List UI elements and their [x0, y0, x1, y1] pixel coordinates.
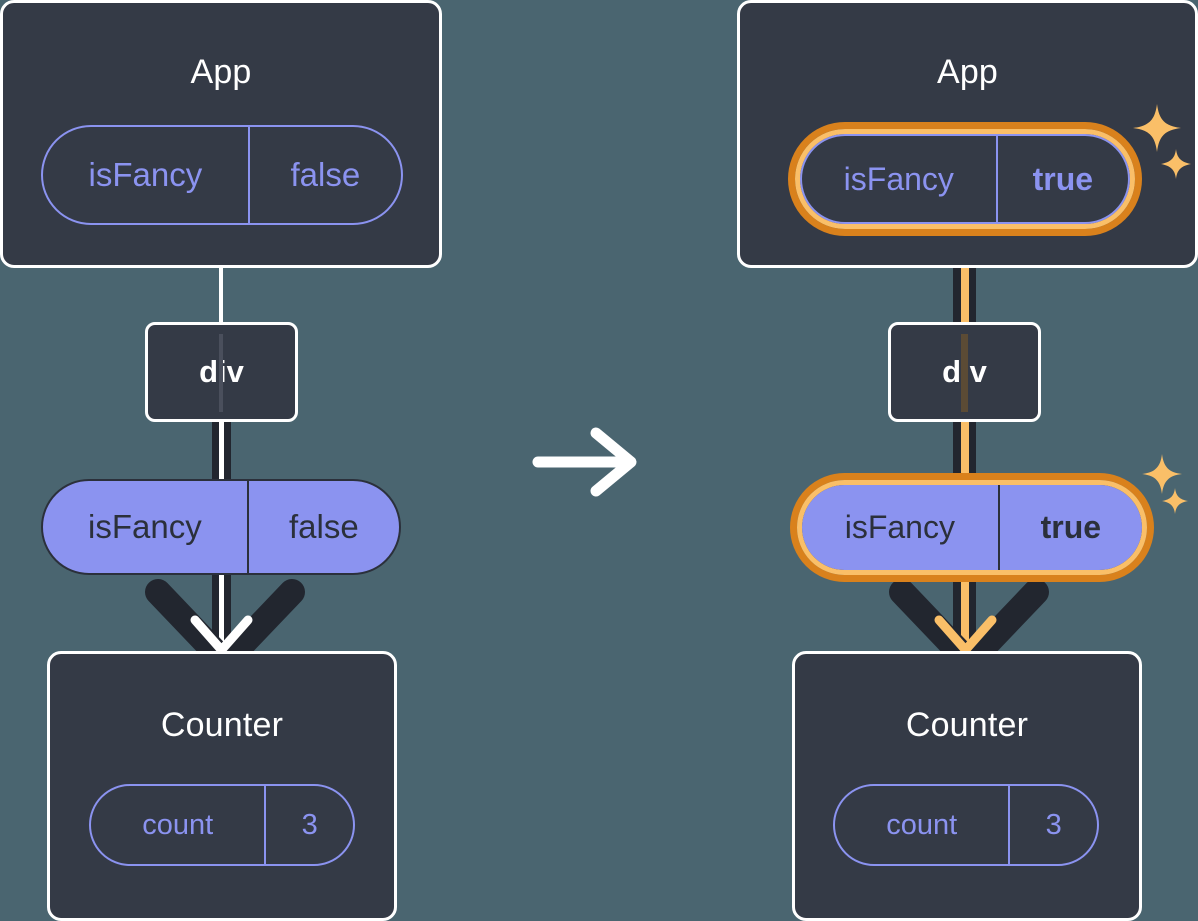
prop-pill-before-value: false: [246, 481, 399, 573]
wire-div-to-prop-before-right: [224, 418, 231, 484]
state-pill-counter-after-value: 3: [1008, 786, 1097, 864]
state-pill-counter-before-name: count: [142, 808, 214, 841]
chevron-dark-before: [145, 579, 305, 671]
prop-pill-after-value: true: [997, 485, 1142, 570]
wire-app-to-div-before: [219, 266, 223, 326]
state-pill-app-before-name: isFancy: [88, 156, 203, 193]
wire-div-to-prop-after-right: [968, 418, 976, 484]
wire-app-to-div-after-core: [961, 225, 969, 328]
arrowhead-orange-after: [934, 615, 997, 655]
sparkle-icon-large-prop-after: [1142, 454, 1182, 494]
state-pill-app-before-value: false: [247, 127, 401, 223]
prop-pill-after-name: isFancy: [844, 509, 955, 545]
wire-inside-div-after: [961, 334, 968, 412]
prop-pill-after[interactable]: isFancy true: [800, 483, 1144, 572]
wire-app-to-div-after-right: [968, 238, 976, 328]
card-title-counter-after: Counter: [905, 706, 1029, 744]
wire-prop-to-counter-before-right: [224, 484, 231, 666]
state-pill-counter-before[interactable]: count 3: [89, 784, 355, 866]
prop-pill-before-name: isFancy: [88, 508, 202, 545]
sparkle-icon-small-app-after: [1161, 149, 1191, 179]
chevron-dark-after: [889, 579, 1049, 671]
wire-div-to-prop-after-left: [953, 418, 961, 484]
arrowhead-white-before: [190, 615, 253, 655]
state-pill-counter-after[interactable]: count 3: [833, 784, 1099, 866]
card-title-counter-before: Counter: [160, 706, 284, 744]
prop-pill-before[interactable]: isFancy false: [41, 479, 401, 575]
state-pill-counter-after-name: count: [886, 808, 958, 841]
transition-arrow-right-icon: [532, 427, 637, 497]
state-pill-app-after-value: true: [995, 136, 1128, 222]
sparkle-icon-large-app-after: [1133, 104, 1181, 152]
state-pill-counter-before-value: 3: [264, 786, 353, 864]
wire-app-to-div-after-left: [953, 238, 961, 328]
wire-prop-to-counter-before-left: [212, 484, 219, 666]
wire-div-to-prop-before-left: [212, 418, 219, 484]
wire-inside-div-before: [219, 334, 223, 412]
wire-div-to-prop-after-core: [961, 418, 969, 484]
state-pill-app-after[interactable]: isFancy true: [800, 134, 1130, 224]
state-pill-app-before[interactable]: isFancy false: [41, 125, 403, 225]
wire-div-to-prop-before-core: [219, 418, 224, 484]
card-title-app-before: App: [190, 53, 252, 91]
state-pill-app-after-name: isFancy: [843, 160, 954, 197]
sparkle-icon-small-prop-after: [1162, 488, 1188, 514]
card-title-app-after: App: [936, 53, 999, 91]
